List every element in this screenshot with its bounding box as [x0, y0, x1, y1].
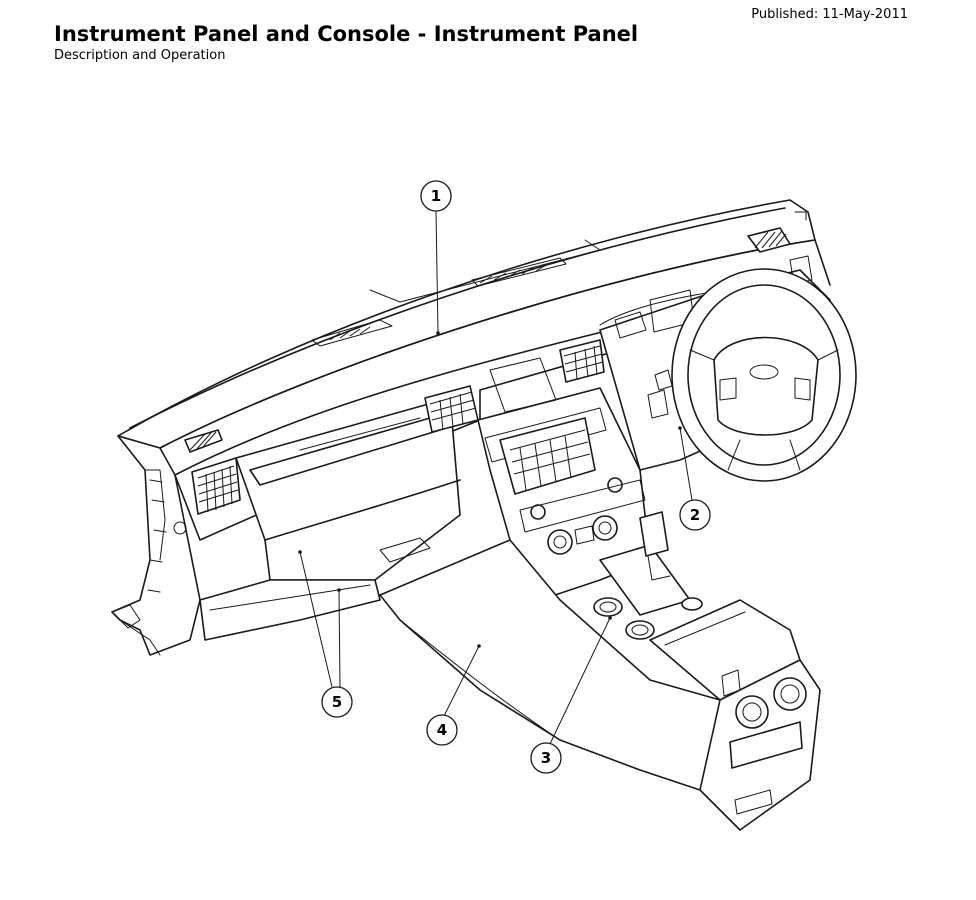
leader-lines [298, 210, 693, 745]
page-title: Instrument Panel and Console - Instrumen… [54, 22, 639, 46]
callout-2-label: 2 [690, 506, 700, 524]
callout-1: 1 [420, 180, 452, 212]
callout-3: 3 [530, 742, 562, 774]
callout-2: 2 [679, 499, 711, 531]
center-console [379, 511, 821, 831]
callout-3-label: 3 [541, 749, 551, 767]
page-subtitle: Description and Operation [54, 48, 226, 63]
callout-4: 4 [426, 714, 458, 746]
lower-dashboard [174, 329, 621, 641]
callout-1-label: 1 [431, 187, 441, 205]
callout-4-label: 4 [437, 721, 447, 739]
published-date: Published: 11-May-2011 [751, 7, 908, 22]
center-stack [477, 357, 651, 601]
dashboard-top [117, 199, 831, 449]
callout-5-label: 5 [332, 693, 342, 711]
callout-5: 5 [321, 686, 353, 718]
steering-wheel [599, 255, 857, 482]
